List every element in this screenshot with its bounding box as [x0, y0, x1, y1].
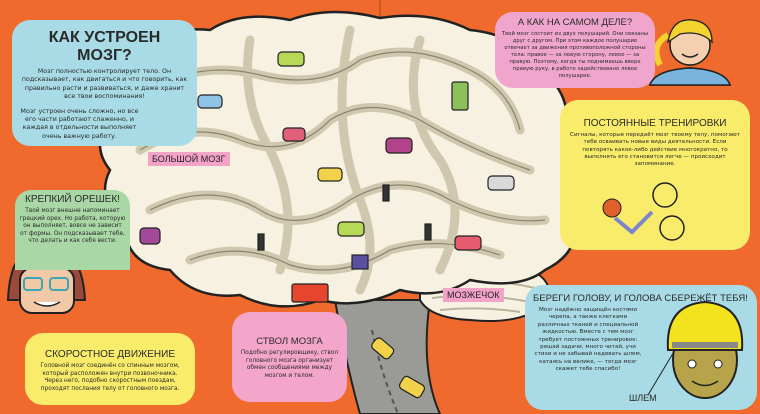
car-icon — [385, 137, 413, 154]
stem-title: СТВОЛ МОЗГА — [256, 336, 323, 347]
speed-text: Головной мозг соединён со спинным мозгом… — [40, 363, 180, 392]
helmet-title: БЕРЕГИ ГОЛОВУ, И ГОЛОВА СБЕРЕЖЁТ ТЕБЯ! — [533, 293, 748, 304]
traffic-light-icon — [257, 233, 265, 251]
truck-icon — [291, 283, 329, 303]
intro-panel: КАК УСТРОЕН МОЗГ? Мозг полностью контрол… — [12, 20, 197, 146]
car-icon — [454, 235, 482, 251]
intro-paragraph-2: Мозг устроен очень сложно, но все его ча… — [20, 107, 139, 140]
car-icon — [277, 51, 305, 67]
helmet-label: ШЛЕМ — [629, 393, 657, 403]
training-text: Сигналы, которые передаёт мозг твоему те… — [570, 132, 740, 168]
car-icon — [371, 337, 395, 360]
reality-title: А КАК НА САМОМ ДЕЛЕ? — [517, 17, 633, 28]
nut-panel: КРЕПКИЙ ОРЕШЕК! Твой мозг внешне напомин… — [15, 190, 130, 270]
car-icon — [197, 94, 223, 109]
helmet-text: Мозг надёжно защищён костями черепа, а т… — [534, 307, 642, 373]
girl-waving-illustration — [648, 19, 732, 86]
cerebellum-label: МОЗЖЕЧОК — [443, 288, 504, 302]
car-icon — [317, 167, 343, 182]
training-title: ПОСТОЯННЫЕ ТРЕНИРОВКИ — [583, 118, 727, 129]
car-icon — [139, 227, 161, 245]
speed-panel: СКОРОСТНОЕ ДВИЖЕНИЕ Головной мозг соедин… — [25, 333, 195, 405]
helmet-panel: БЕРЕГИ ГОЛОВУ, И ГОЛОВА СБЕРЕЖЁТ ТЕБЯ! М… — [525, 285, 757, 410]
nut-title: КРЕПКИЙ ОРЕШЕК! — [25, 194, 120, 205]
car-icon — [337, 221, 365, 237]
traffic-light-icon — [382, 184, 390, 202]
reality-panel: А КАК НА САМОМ ДЕЛЕ? Твой мозг состоит и… — [495, 12, 655, 88]
training-panel: ПОСТОЯННЫЕ ТРЕНИРОВКИ Сигналы, которые п… — [560, 100, 750, 250]
stem-text: Подобно регулировщику, ствол головного м… — [240, 350, 339, 379]
car-icon — [487, 175, 515, 191]
page-title: КАК УСТРОЕН МОЗГ? — [48, 29, 161, 64]
speed-title: СКОРОСТНОЕ ДВИЖЕНИЕ — [45, 349, 175, 360]
stem-panel: СТВОЛ МОЗГА Подобно регулировщику, ствол… — [232, 312, 347, 402]
cerebrum-label: БОЛЬШОЙ МОЗГ — [148, 152, 230, 166]
nut-text: Твой мозг внешне напоминает грецкий орех… — [19, 208, 126, 244]
reality-text: Твой мозг состоит из двух полушарий. Они… — [501, 31, 649, 79]
traffic-light-icon — [424, 223, 432, 241]
truck-icon — [451, 81, 469, 111]
direction-sign-icon — [351, 254, 369, 270]
car-icon — [398, 375, 426, 399]
car-icon — [282, 127, 306, 142]
intro-paragraph-1: Мозг полностью контролирует тело. Он под… — [21, 68, 188, 101]
